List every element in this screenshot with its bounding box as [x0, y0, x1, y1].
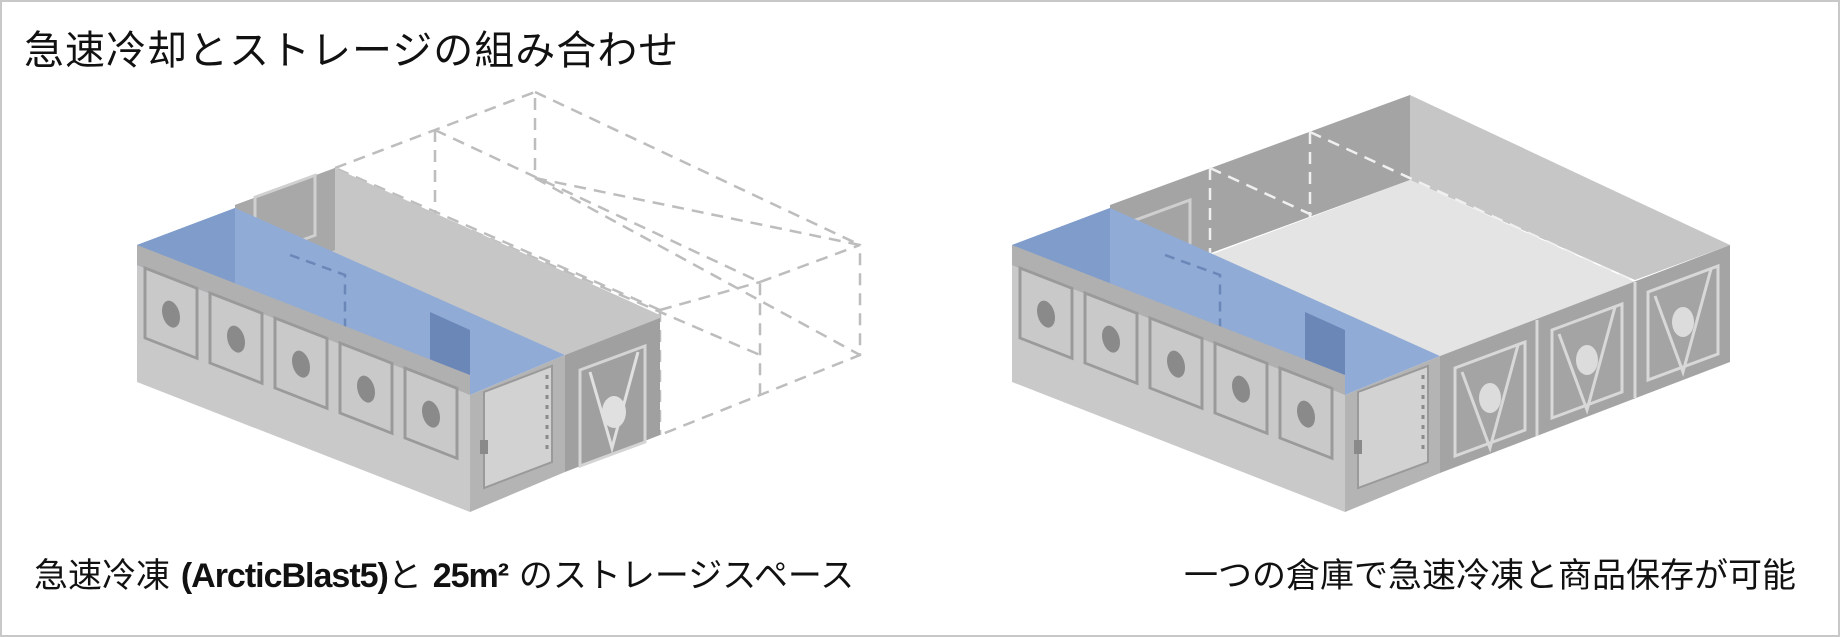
end-panel-frame — [578, 343, 647, 469]
storage-size: 25m² — [432, 557, 509, 595]
valve-panels — [1453, 263, 1720, 459]
door-icon — [483, 364, 553, 490]
door-icon — [1357, 364, 1429, 490]
valve-porthole-icon — [602, 396, 626, 428]
front-wall — [137, 265, 470, 512]
diagram-title: 急速冷却とストレージの組み合わせ — [24, 28, 680, 74]
right-caption: 一つの倉庫で急速冷凍と商品保存が可能 — [1184, 556, 1796, 596]
front-wall-top — [1012, 245, 1345, 395]
valve-porthole-icon — [1479, 383, 1501, 413]
valve-porthole-icon — [1576, 345, 1598, 375]
door-handle-icon — [1354, 440, 1362, 454]
back-wall — [235, 168, 660, 355]
valve-triangle-icon — [1646, 263, 1720, 383]
left-unit — [137, 90, 862, 512]
front-wall-top — [137, 245, 470, 395]
valve-triangle-icon — [588, 351, 640, 454]
door-handle-icon — [480, 440, 488, 454]
valve-triangle-icon — [1550, 301, 1624, 421]
left-caption-post: のストレージスペース — [508, 556, 855, 596]
product-name: (ArcticBlast5) — [180, 557, 389, 595]
back-wall-right — [1410, 95, 1730, 280]
valve-porthole-icon — [1672, 307, 1694, 337]
valve-triangle-icon — [1453, 339, 1527, 459]
left-caption: 急速冷凍 (ArcticBlast5)と 25m² のストレージスペース — [34, 548, 854, 597]
front-wall — [1012, 265, 1345, 512]
left-caption-mid: と — [387, 556, 433, 596]
right-unit — [1012, 95, 1730, 512]
storage-floor — [1210, 180, 1635, 356]
left-caption-pre: 急速冷凍 — [34, 556, 181, 596]
